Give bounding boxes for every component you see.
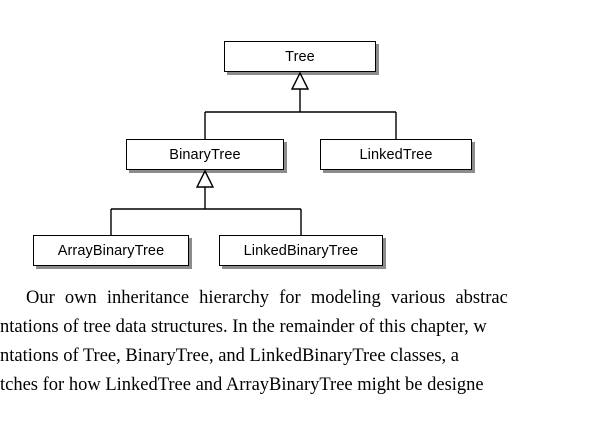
body-text-line-2-text: ntations of tree data structures. In the… <box>0 317 487 337</box>
class-box-linkedtree[interactable]: LinkedTree <box>320 139 472 170</box>
body-text-line-4: tches for how LinkedTree and ArrayBinary… <box>0 371 600 400</box>
body-text-line-3-text: ntations of Tree, BinaryTree, and Linked… <box>0 346 460 366</box>
body-text-line-3: ntations of Tree, BinaryTree, and Linked… <box>0 342 600 371</box>
class-box-binarytree[interactable]: BinaryTree <box>126 139 284 170</box>
class-label-linkedbinarytree: LinkedBinaryTree <box>243 242 359 259</box>
body-text-line-4-text: tches for how LinkedTree and ArrayBinary… <box>0 375 484 395</box>
inheritance-edges <box>110 71 397 235</box>
body-text-line-1: Our own inheritance hierarchy for modeli… <box>0 284 600 313</box>
body-text: Our own inheritance hierarchy for modeli… <box>0 284 600 400</box>
class-box-arraybinarytree[interactable]: ArrayBinaryTree <box>33 235 189 266</box>
class-box-linkedbinarytree[interactable]: LinkedBinaryTree <box>219 235 383 266</box>
class-box-tree[interactable]: Tree <box>224 41 376 72</box>
generalization-arrow-to-binarytree <box>110 169 302 235</box>
body-text-line-1-text: Our own inheritance hierarchy for modeli… <box>26 288 508 308</box>
class-label-linkedtree: LinkedTree <box>359 146 433 163</box>
generalization-arrow-to-tree <box>204 71 397 139</box>
class-label-tree: Tree <box>285 48 315 65</box>
class-label-binarytree: BinaryTree <box>169 146 241 163</box>
class-label-arraybinarytree: ArrayBinaryTree <box>57 242 165 259</box>
body-text-line-2: ntations of tree data structures. In the… <box>0 313 600 342</box>
uml-class-diagram: Tree BinaryTree LinkedTree ArrayBinaryTr… <box>33 41 472 266</box>
